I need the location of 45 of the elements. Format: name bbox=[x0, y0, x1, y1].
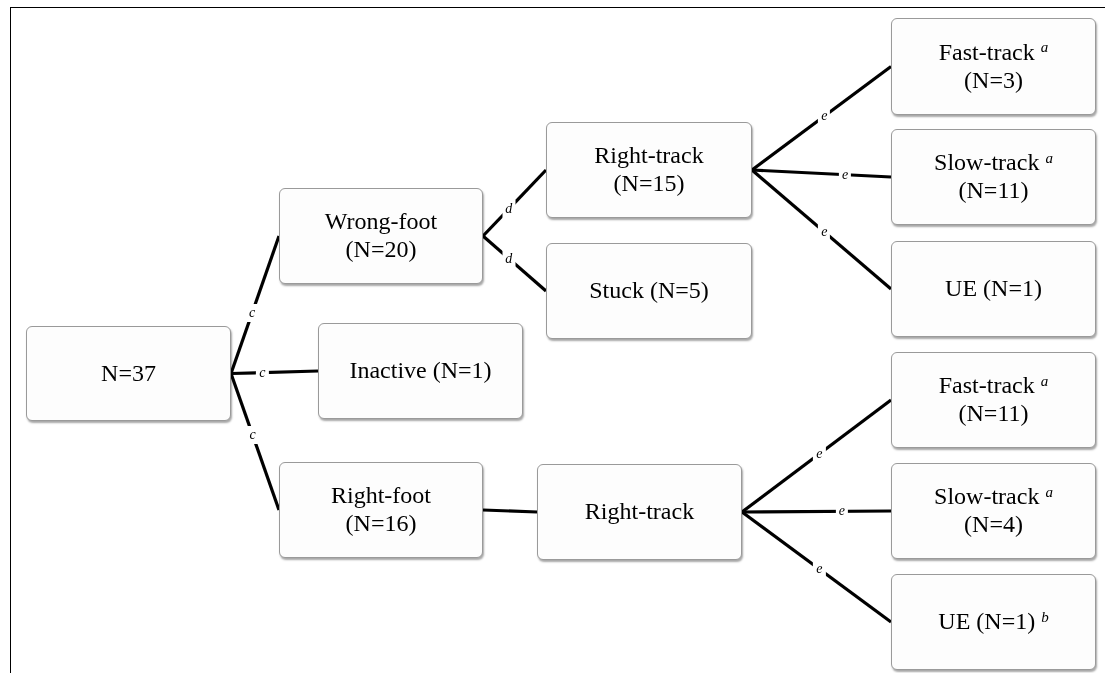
outcome-box bbox=[891, 241, 1096, 337]
box-text: Fast-track $^{a}$ (N=3) bbox=[937, 38, 1050, 95]
outcome-box bbox=[891, 352, 1096, 448]
box-text: N=37 bbox=[101, 359, 156, 388]
connector-line bbox=[741, 510, 892, 624]
outcome-box bbox=[546, 122, 752, 218]
outcome-box bbox=[537, 464, 742, 560]
connector-line bbox=[751, 65, 892, 172]
outcome-box bbox=[891, 574, 1096, 670]
box-text: Right-track (N=15) bbox=[593, 142, 705, 198]
edge-label: e bbox=[818, 222, 831, 241]
connector-line bbox=[750, 168, 893, 291]
edge-label: c bbox=[246, 425, 259, 444]
connector-line bbox=[481, 168, 548, 238]
connector-line bbox=[751, 168, 892, 179]
box-text: Stuck (N=5) bbox=[589, 277, 709, 305]
box-text: Wrong-foot (N=20) bbox=[323, 208, 439, 264]
edge-label: e bbox=[818, 107, 831, 126]
connector-line bbox=[229, 235, 281, 375]
outcome-box bbox=[279, 188, 483, 284]
box-text: UE (N=1) bbox=[945, 275, 1042, 303]
outcome-box bbox=[26, 326, 231, 421]
box-text: Slow-track $^{a}$ (N=11) bbox=[933, 149, 1054, 205]
box-text: Inactive (N=1) bbox=[349, 357, 492, 385]
outcome-box bbox=[891, 18, 1096, 115]
outcome-box bbox=[891, 463, 1096, 559]
outcome-box bbox=[318, 323, 523, 419]
connector-line bbox=[229, 372, 281, 511]
box-text: Slow-track $^{a}$ (N=4) bbox=[933, 483, 1054, 539]
outcome-box bbox=[891, 129, 1096, 225]
box-text: Fast-track $^{a}$ (N=11) bbox=[937, 372, 1050, 428]
edge-label: c bbox=[246, 304, 259, 322]
edge-label: e bbox=[813, 444, 826, 463]
connector-line bbox=[482, 508, 538, 514]
box-text: UE (N=1) $^{b}$ bbox=[938, 608, 1049, 636]
outcome-box bbox=[546, 243, 752, 339]
edge-label: e bbox=[813, 560, 826, 579]
connector-line bbox=[481, 234, 548, 293]
box-text: Right-foot (N=16) bbox=[330, 482, 432, 538]
connector-line bbox=[230, 369, 319, 376]
edge-label: d bbox=[502, 199, 516, 218]
box-text: Right-track bbox=[584, 498, 695, 526]
connector-line bbox=[742, 509, 891, 514]
outcome-box bbox=[279, 462, 483, 558]
edge-label: d bbox=[502, 249, 516, 268]
